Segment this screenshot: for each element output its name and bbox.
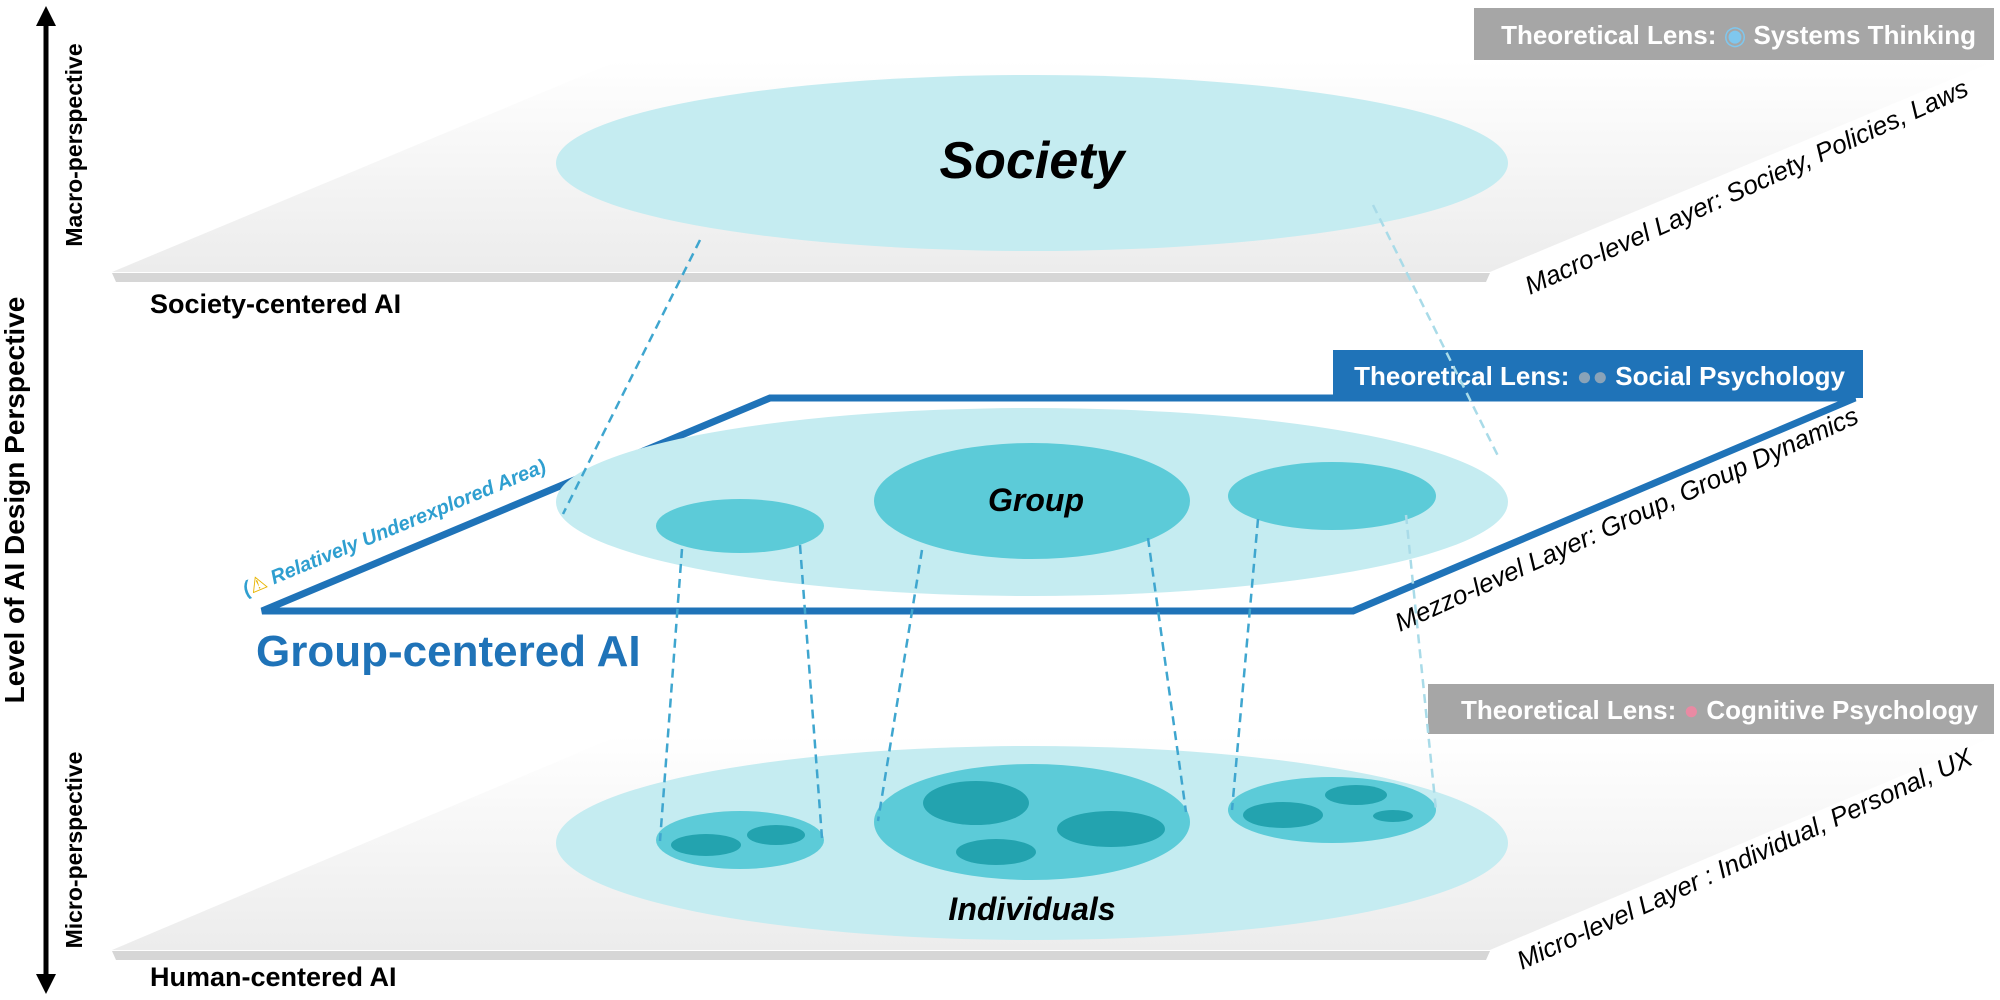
micro-lens-text: Theoretical Lens: ● Cognitive Psychology — [1461, 695, 1979, 725]
connector-line — [1404, 514, 1438, 811]
vertical-axis: Level of AI Design Perspective Macro-per… — [0, 6, 87, 994]
macro-perspective-label: Macro-perspective — [61, 43, 87, 246]
society-label: Society — [940, 132, 1128, 190]
axis-arrow-down-icon — [36, 974, 56, 994]
individual-dot — [671, 834, 741, 856]
mezzo-lens-text: Theoretical Lens: ●● Social Psychology — [1354, 361, 1845, 391]
mezzo-layer: Group Group-centered AI Mezzo-level Laye… — [239, 350, 1863, 676]
connectors — [561, 204, 1502, 842]
individual-dot — [923, 781, 1029, 825]
individual-dot — [956, 839, 1036, 865]
society-ellipse — [556, 75, 1508, 251]
micro-perspective-label: Micro-perspective — [61, 752, 87, 949]
mezzo-lens-badge: Theoretical Lens: ●● Social Psychology — [1333, 350, 1863, 398]
connector-line — [876, 549, 924, 822]
micro-layer: Individuals Human-centered AI Micro-leve… — [112, 684, 1998, 992]
individual-dot — [747, 825, 805, 845]
mezzo-plane-label: Group-centered AI — [256, 627, 641, 676]
group-center — [874, 443, 1190, 559]
individual-dot — [1057, 811, 1165, 847]
micro-plane-shadow — [112, 951, 1490, 960]
micro-lens-name: Cognitive Psychology — [1706, 695, 1978, 725]
individual-dot — [1243, 802, 1323, 828]
axis-title: Level of AI Design Perspective — [0, 297, 30, 704]
micro-lens-badge: Theoretical Lens: ● Cognitive Psychology — [1428, 684, 1994, 734]
macro-plane-shadow — [112, 273, 1490, 282]
macro-lens-badge: Theoretical Lens: ◉ Systems Thinking — [1474, 8, 1994, 60]
macro-lens-text: Theoretical Lens: ◉ Systems Thinking — [1501, 20, 1976, 50]
individual-dot — [1325, 785, 1387, 805]
mezzo-lens-box — [1333, 350, 1863, 398]
individual-dot — [1373, 810, 1413, 822]
individuals-label: Individuals — [948, 891, 1115, 927]
macro-layer: Society Society-centered AI Macro-level … — [112, 8, 1998, 319]
micro-plane-label: Human-centered AI — [150, 962, 397, 992]
mezzo-lens-name: Social Psychology — [1615, 361, 1845, 391]
group-label: Group — [988, 482, 1084, 518]
connector-line — [561, 239, 702, 515]
connector-line — [1146, 537, 1188, 813]
connector-line — [798, 544, 824, 839]
mezzo-lens-prefix: Theoretical Lens: — [1354, 361, 1577, 391]
connector-line — [658, 548, 684, 842]
macro-lens-prefix: Theoretical Lens: — [1501, 20, 1724, 50]
people-icon: ●● — [1577, 361, 1616, 391]
brain-icon: ● — [1683, 695, 1706, 725]
macro-lens-name: Systems Thinking — [1754, 20, 1977, 50]
connector-line — [1230, 518, 1260, 811]
connector-line — [1371, 204, 1502, 461]
globe-icon: ◉ — [1724, 20, 1754, 50]
micro-lens-box — [1428, 684, 1994, 734]
micro-lens-prefix: Theoretical Lens: — [1461, 695, 1684, 725]
macro-plane-label: Society-centered AI — [150, 289, 401, 319]
group-right — [1228, 462, 1436, 530]
axis-arrow-up-icon — [36, 6, 56, 26]
macro-lens-box — [1474, 8, 1994, 60]
group-left — [656, 499, 824, 553]
